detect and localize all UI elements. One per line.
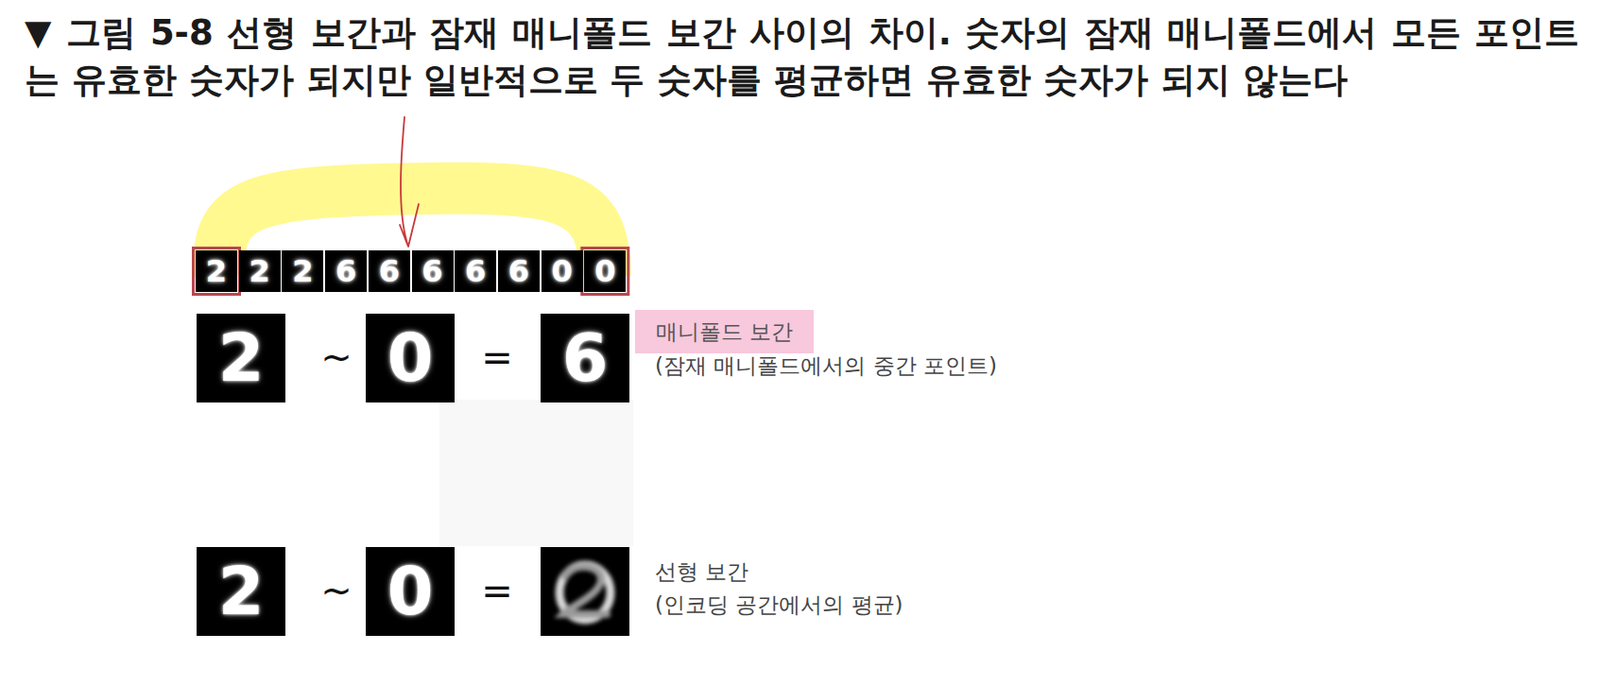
- digit-image: 0: [584, 250, 626, 293]
- digit-image: 6: [368, 250, 411, 293]
- hand-arrow: [399, 117, 419, 247]
- selection-box: [582, 248, 629, 295]
- figure-caption: ▼ 그림 5-8 선형 보간과 잠재 매니폴드 보간 사이의 차이. 숫자의 잠…: [24, 9, 1580, 104]
- note-text: (인코딩 공간에서의 평균): [654, 590, 904, 620]
- method-label: 선형 보간: [654, 557, 749, 586]
- digit-image: 2: [196, 547, 286, 637]
- faint-column: [439, 399, 634, 547]
- digit-image: 0: [365, 313, 455, 403]
- operator-symbol: =: [468, 332, 526, 382]
- digit-image: 2: [239, 250, 281, 293]
- digit-image: 6: [540, 313, 630, 403]
- operator-symbol: =: [468, 566, 526, 616]
- operator-symbol: ~: [308, 332, 365, 382]
- digit-image: 0: [365, 547, 455, 637]
- operator-symbol: ~: [308, 566, 365, 616]
- note-text: (잠재 매니폴드에서의 중간 포인트): [654, 351, 998, 380]
- digit-image: 6: [325, 250, 367, 293]
- digit-image: 2: [195, 250, 238, 293]
- digit-image: 2: [281, 250, 324, 293]
- digit-image: 0: [541, 250, 584, 293]
- digit-image: 6: [498, 250, 540, 293]
- digit-image: 6: [454, 250, 497, 293]
- digit-image: 2: [196, 313, 286, 403]
- blurred-average-digit: [540, 547, 630, 637]
- selection-box: [193, 248, 241, 295]
- highlighted-label: 매니폴드 보간: [635, 309, 814, 354]
- digit-image: 6: [412, 250, 454, 293]
